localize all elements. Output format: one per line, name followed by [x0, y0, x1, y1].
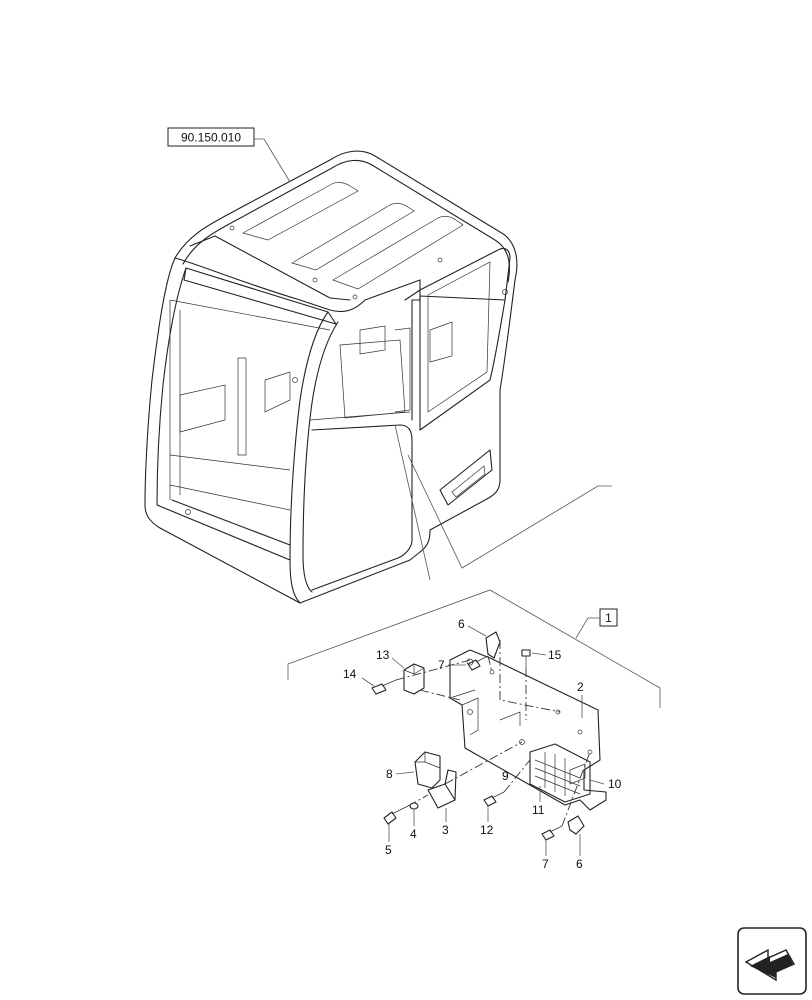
callout-11: 11 [532, 803, 545, 817]
section-boundary [287, 424, 661, 708]
back-arrow-icon[interactable] [737, 927, 807, 995]
callout-7-bottom: 7 [542, 857, 549, 871]
reference-code-label: 90.150.010 [181, 131, 241, 145]
assembly-ref-box[interactable]: 1 [575, 608, 618, 639]
callout-3: 3 [442, 823, 449, 837]
bracket-part-3 [427, 769, 457, 809]
relay-part-13 [403, 663, 425, 695]
callout-13: 13 [376, 648, 390, 662]
callout-10: 10 [608, 777, 622, 791]
callout-9: 9 [502, 769, 509, 783]
callout-2: 2 [577, 680, 584, 694]
relay-part-8 [414, 751, 441, 789]
relay-block-part [529, 743, 591, 803]
callout-15: 15 [548, 648, 562, 662]
callout-8: 8 [386, 767, 393, 781]
assembly-lines [395, 640, 591, 827]
operator-cab-illustration [144, 150, 518, 604]
callout-5: 5 [385, 843, 392, 857]
fastener-parts [371, 631, 585, 841]
assembly-ref-label: 1 [605, 611, 612, 625]
callout-4: 4 [410, 827, 417, 841]
callout-7-top: 7 [438, 658, 445, 672]
mounting-bracket-part [449, 649, 607, 811]
callout-14: 14 [343, 667, 357, 681]
callout-12: 12 [480, 823, 494, 837]
reference-code-box[interactable]: 90.150.010 [167, 127, 291, 183]
callout-labels: 2 3 4 5 6 6 7 7 8 9 10 11 12 13 14 15 [343, 617, 622, 871]
callout-6-top: 6 [458, 617, 465, 631]
callout-6-bottom: 6 [576, 857, 583, 871]
